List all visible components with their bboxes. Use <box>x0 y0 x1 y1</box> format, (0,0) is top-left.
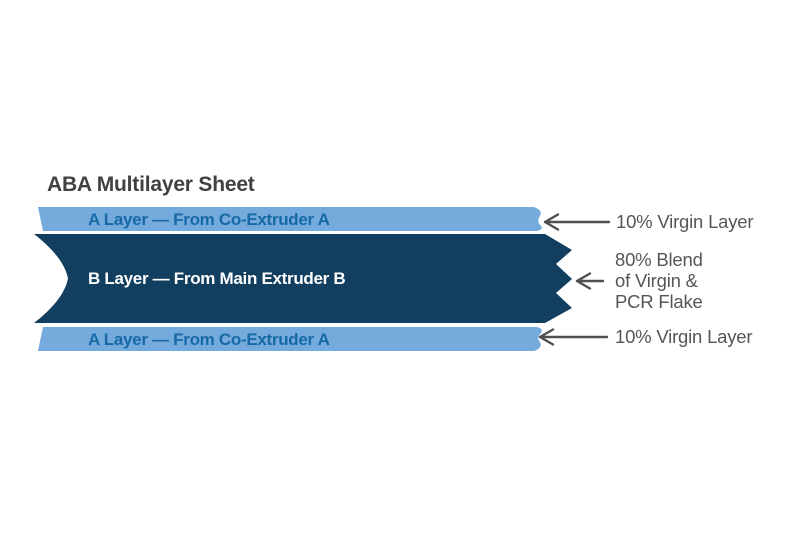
layer-a-bottom-shape <box>38 327 542 351</box>
layer-a-bottom-label: A Layer — From Co-Extruder A <box>88 330 330 349</box>
left-arrow-middle-layer-icon <box>575 272 605 290</box>
layer-b-middle-label: B Layer — From Main Extruder B <box>88 269 345 288</box>
left-arrow-bottom-layer-icon <box>538 328 609 346</box>
annotation-bottom-layer: 10% Virgin Layer <box>615 326 752 347</box>
left-arrow-top-layer-icon <box>543 213 611 231</box>
layer-a-top-shape <box>38 207 542 231</box>
annotation-middle-layer-line3: PCR Flake <box>615 291 703 312</box>
layer-b-middle-shape <box>34 234 572 323</box>
annotation-middle-layer-line1: 80% Blend <box>615 249 703 270</box>
layer-a-top-label: A Layer — From Co-Extruder A <box>88 210 330 229</box>
annotation-middle-layer-line2: of Virgin & <box>615 270 699 291</box>
page-title: ABA Multilayer Sheet <box>47 173 255 196</box>
annotation-top-layer: 10% Virgin Layer <box>616 211 753 232</box>
